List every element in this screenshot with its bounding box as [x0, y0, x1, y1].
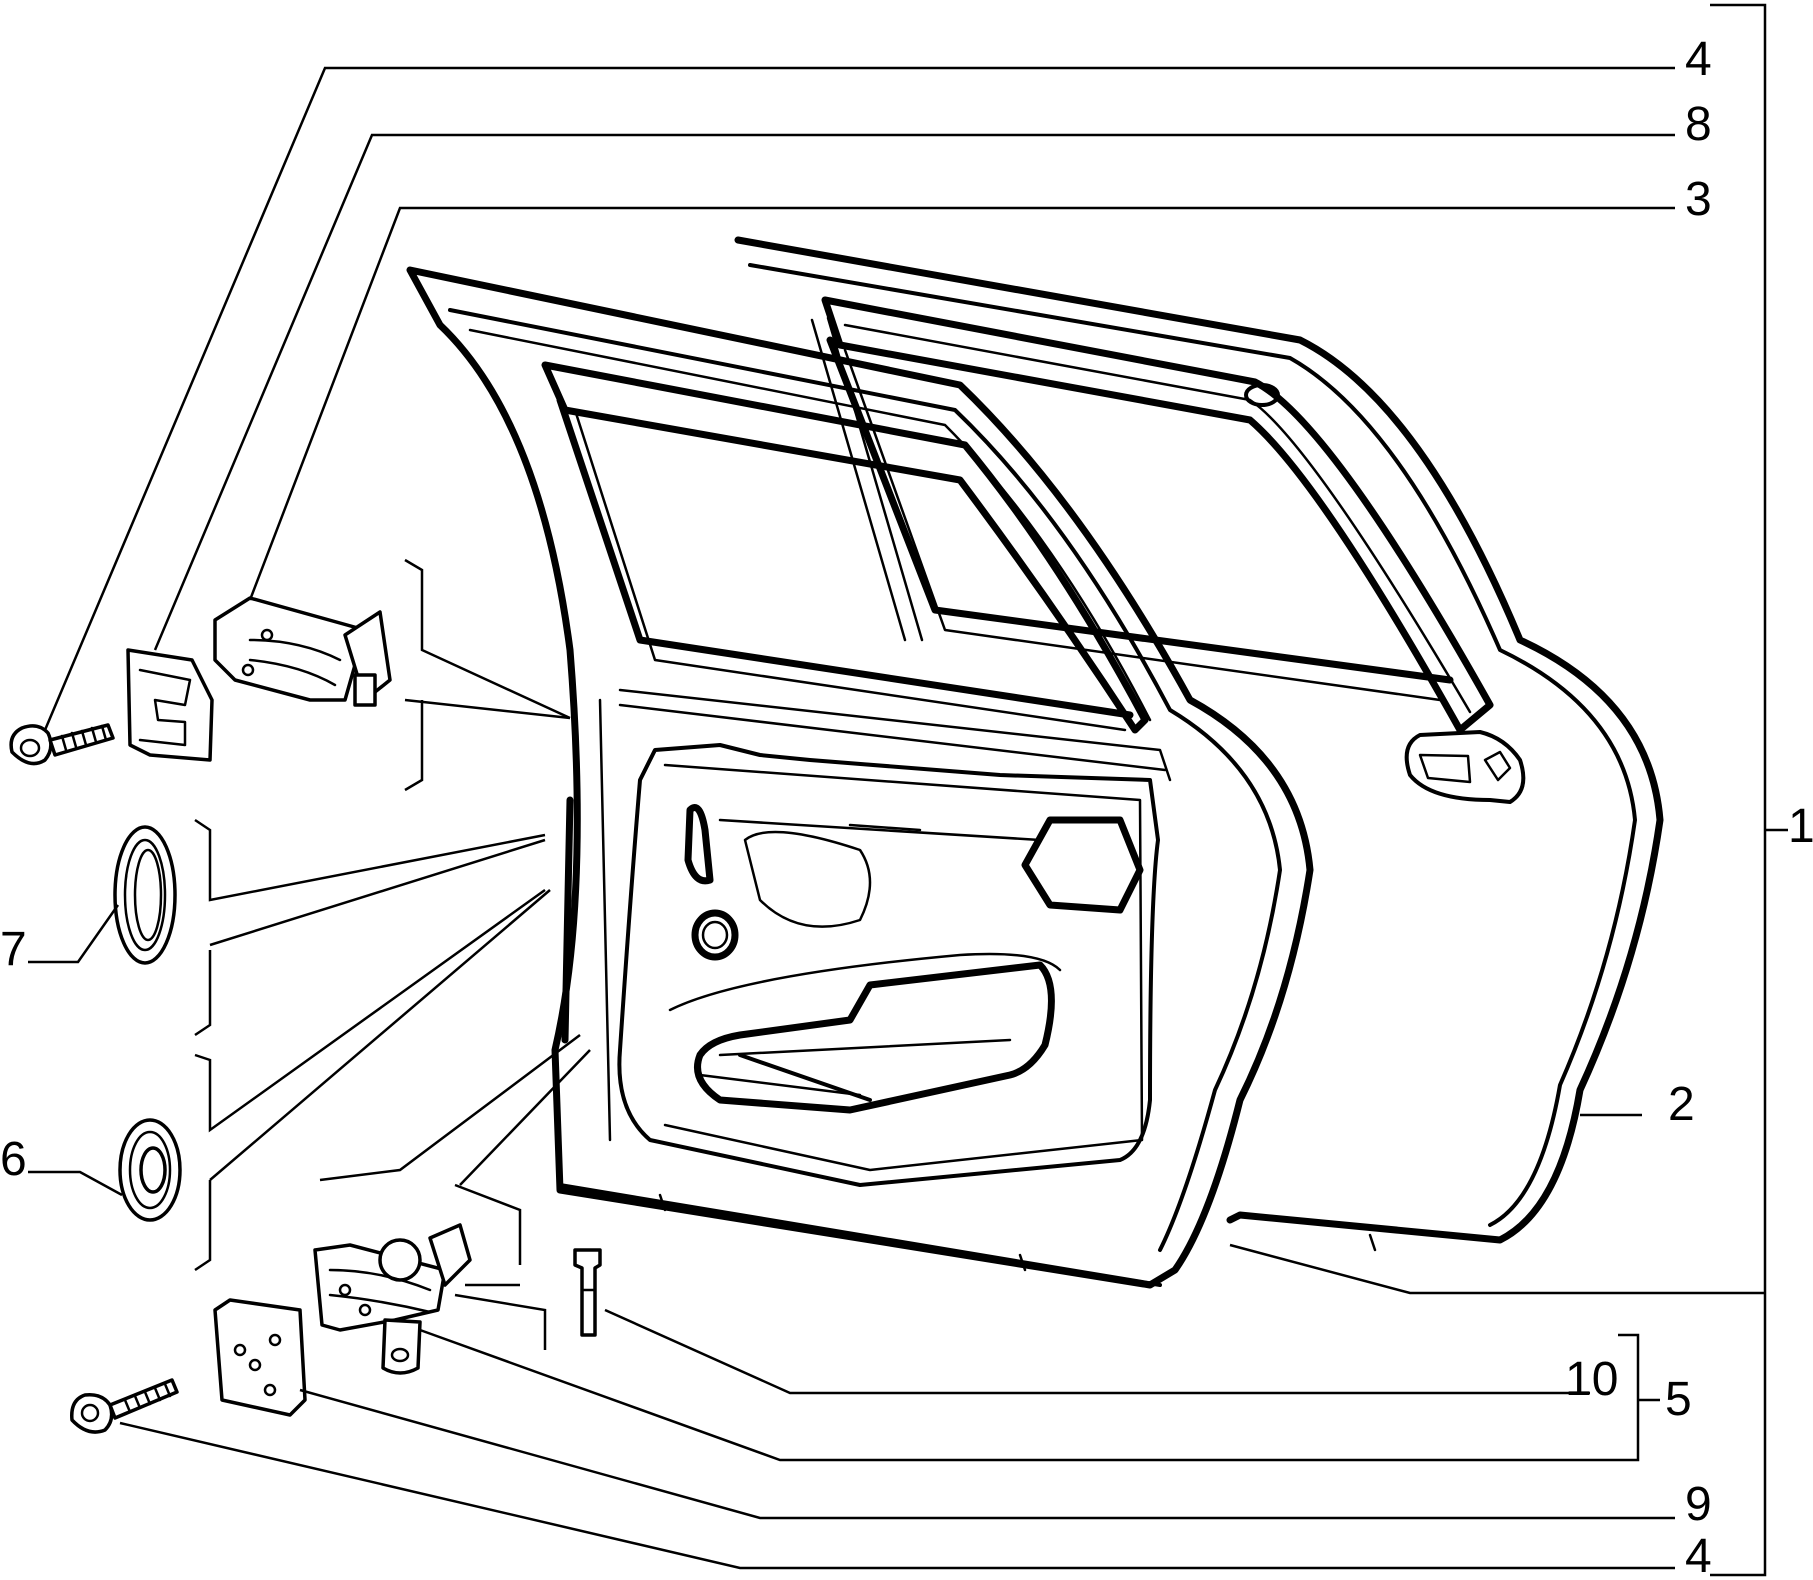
- callout-9: 9: [1685, 1478, 1712, 1531]
- callout-3: 3: [1685, 173, 1712, 226]
- upper-hinge: [213, 596, 392, 707]
- lower-hinge-plate: [213, 1298, 307, 1417]
- callout-8: 8: [1685, 98, 1712, 151]
- bolt-top: [9, 723, 115, 766]
- callout-1: 1: [1788, 800, 1813, 853]
- callout-5: 5: [1665, 1373, 1692, 1426]
- oval-grommet: [113, 825, 177, 965]
- callout-7: 7: [0, 923, 27, 976]
- leader-lines: [28, 3, 1788, 1577]
- inner-door-frame: [406, 266, 1377, 1289]
- hinge-pin: [573, 1248, 602, 1337]
- bolt-bottom: [70, 1378, 179, 1434]
- group-brackets: [194, 558, 591, 1350]
- callout-10: 10: [1565, 1353, 1618, 1406]
- round-grommet: [118, 1118, 182, 1222]
- callout-4-top: 4: [1685, 33, 1712, 86]
- upper-hinge-shim: [126, 648, 214, 762]
- lower-hinge: [313, 1223, 472, 1375]
- outer-door-panel: [734, 236, 1664, 1244]
- callout-6: 6: [0, 1133, 27, 1186]
- callout-4-bottom: 4: [1685, 1530, 1712, 1580]
- callout-labels: 4 8 3 1 7 6 2 10 5 9 4: [0, 33, 1813, 1580]
- callout-2: 2: [1668, 1078, 1695, 1131]
